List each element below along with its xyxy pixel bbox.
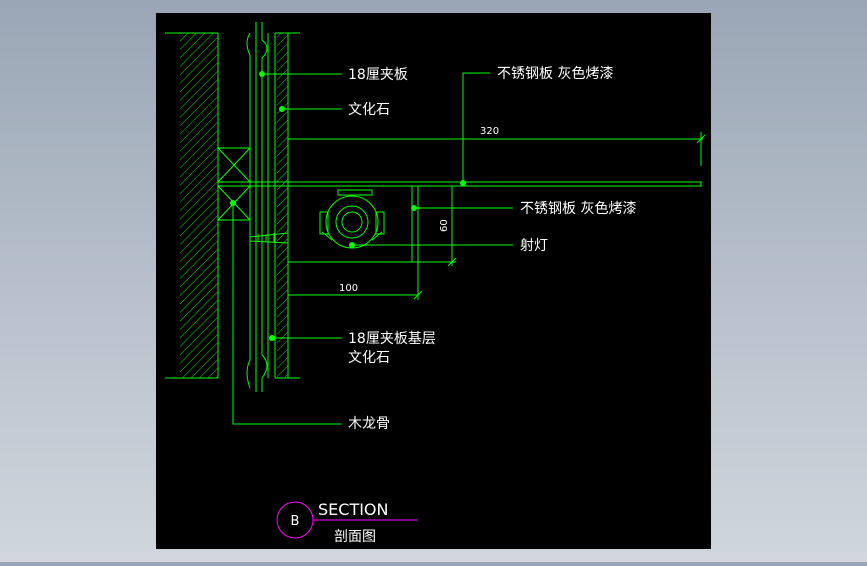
leader-steel-top [462, 72, 490, 183]
wall-hatch [180, 33, 218, 378]
dim-100-text: 100 [339, 283, 358, 294]
spotlight-ring [335, 205, 369, 239]
label-spotlight: 射灯 [520, 238, 548, 254]
drawing-viewport[interactable] [156, 13, 711, 549]
label-culture-stone: 文化石 [348, 102, 390, 118]
section-title: SECTION [318, 500, 389, 519]
dim-60-text: 60 [439, 219, 450, 232]
label-steel-plate-top: 不锈钢板 灰色烤漆 [497, 65, 613, 82]
label-plywood-base: 18厘夹板基层 [348, 330, 436, 347]
dot-plywood [259, 71, 265, 77]
label-wood-keel: 木龙骨 [348, 416, 390, 432]
dot-steel-top [460, 180, 466, 186]
spotlight-housing [337, 189, 373, 196]
section-subtitle: 剖面图 [334, 529, 376, 545]
culture-stone-hatch [277, 33, 288, 378]
dot-culture-stone [279, 106, 285, 112]
leader-wood-keel [232, 203, 342, 425]
break-line-left [246, 32, 251, 389]
dot-spotlight [349, 242, 355, 248]
label-steel-plate-side: 不锈钢板 灰色烤漆 [520, 200, 636, 217]
label-culture-stone-2: 文化石 [348, 350, 390, 366]
dot-wood-keel [230, 200, 236, 206]
stainless-steel-plate [217, 181, 702, 187]
dot-plywood-base [269, 335, 275, 341]
label-plywood-18: 18厘夹板 [348, 67, 408, 83]
dot-steel-side [411, 205, 417, 211]
break-line-right [261, 22, 268, 392]
screw-anchor [249, 232, 289, 244]
spotlight-lens [341, 211, 363, 233]
section-marker-letter: B [291, 514, 300, 529]
dim-320-text: 320 [480, 126, 499, 137]
